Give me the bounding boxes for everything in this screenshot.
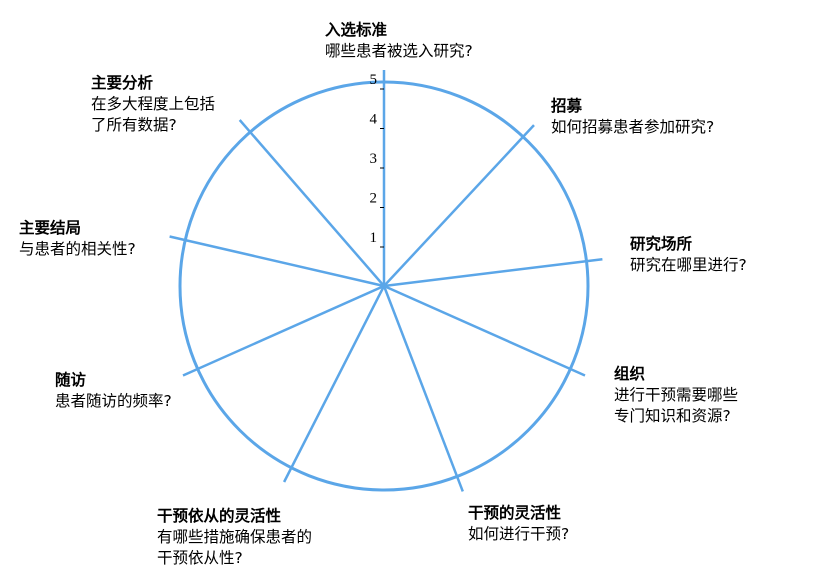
- label-follow-up: 随访 患者随访的频率?: [55, 370, 172, 412]
- spoke-flexibility-adherence: [282, 285, 386, 483]
- label-organisation: 组织 进行干预需要哪些 专门知识和资源?: [614, 364, 738, 427]
- label-flexibility-delivery-title: 干预的灵活性: [468, 504, 562, 522]
- label-recruitment: 招募 如何招募患者参加研究?: [551, 96, 714, 138]
- label-flexibility-adherence-question-1: 有哪些措施确保患者的: [157, 528, 313, 546]
- label-organisation-question-2: 专门知识和资源?: [614, 407, 731, 425]
- label-primary-outcome: 主要结局 与患者的相关性?: [19, 218, 136, 260]
- spoke-organisation: [383, 284, 586, 377]
- label-flexibility-delivery-question: 如何进行干预?: [468, 525, 570, 543]
- label-setting: 研究场所 研究在哪里进行?: [630, 234, 747, 276]
- label-flexibility-adherence: 干预依从的灵活性 有哪些措施确保患者的 干预依从性?: [157, 506, 312, 569]
- tick-label-4: 4: [370, 112, 378, 128]
- spokes: [169, 70, 603, 492]
- label-setting-title: 研究场所: [630, 235, 693, 253]
- label-eligibility: 入选标准 哪些患者被选入研究?: [325, 20, 473, 62]
- spoke-recruitment: [383, 124, 535, 287]
- label-primary-outcome-question: 与患者的相关性?: [19, 240, 136, 258]
- label-primary-analysis-title: 主要分析: [91, 74, 154, 92]
- tick-label-5: 5: [370, 72, 378, 88]
- label-recruitment-title: 招募: [551, 97, 583, 115]
- label-flexibility-adherence-question-2: 干预依从性?: [157, 549, 243, 567]
- label-recruitment-question: 如何招募患者参加研究?: [551, 118, 715, 136]
- label-organisation-title: 组织: [614, 365, 646, 383]
- tick-label-2: 2: [370, 191, 378, 207]
- label-flexibility-delivery: 干预的灵活性 如何进行干预?: [468, 503, 569, 545]
- label-primary-analysis: 主要分析 在多大程度上包括 了所有数据?: [91, 73, 215, 136]
- spoke-follow-up: [182, 284, 385, 377]
- label-primary-outcome-title: 主要结局: [19, 219, 82, 237]
- label-primary-analysis-question-1: 在多大程度上包括: [91, 95, 216, 113]
- label-setting-question: 研究在哪里进行?: [630, 256, 747, 274]
- label-eligibility-title: 入选标准: [325, 21, 388, 39]
- spoke-flexibility-delivery: [382, 285, 464, 492]
- spoke-primary-analysis: [238, 119, 385, 287]
- label-primary-analysis-question-2: 了所有数据?: [91, 116, 177, 134]
- label-eligibility-question: 哪些患者被选入研究?: [325, 42, 473, 60]
- label-follow-up-question: 患者随访的频率?: [55, 392, 172, 410]
- tick-label-1: 1: [370, 230, 378, 246]
- label-flexibility-adherence-title: 干预依从的灵活性: [157, 507, 282, 525]
- tick-label-3: 3: [370, 151, 378, 167]
- label-organisation-question-1: 进行干预需要哪些: [614, 386, 739, 404]
- spoke-setting: [383, 257, 603, 288]
- label-follow-up-title: 随访: [55, 371, 87, 389]
- axis-ticks: 1 2 3 4 5: [370, 72, 384, 248]
- spoke-primary-outcome: [169, 235, 385, 288]
